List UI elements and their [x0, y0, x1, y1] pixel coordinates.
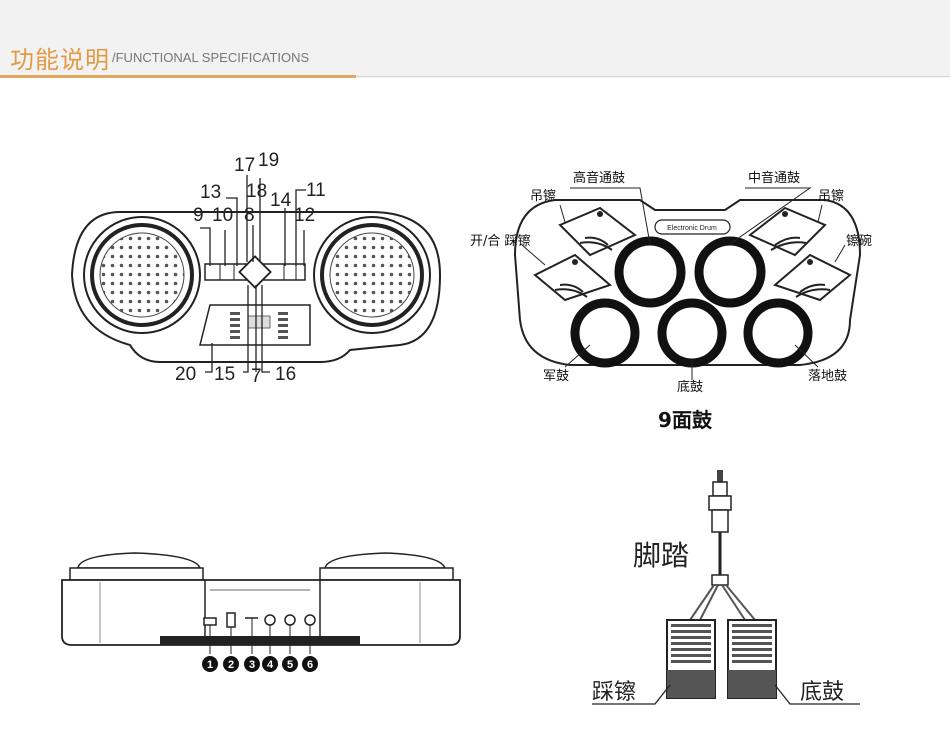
jack-plug-icon: [717, 470, 723, 482]
pedal-title: 脚踏: [633, 539, 689, 572]
ride-pad: [773, 253, 852, 302]
callout-10: 10: [212, 205, 233, 226]
label-hihat: 开/合 踩镲: [470, 233, 531, 249]
callout-20: 20: [175, 364, 196, 385]
port-number-6: 6: [307, 659, 313, 671]
port-power: [203, 617, 217, 626]
callout-15: 15: [214, 364, 235, 385]
section-header: [0, 0, 950, 78]
port-number-3: 3: [249, 659, 255, 671]
power-button-icon: [238, 255, 272, 289]
label-hihat-pedal: 踩镲: [592, 680, 636, 705]
section-subtitle: /FUNCTIONAL SPECIFICATIONS: [112, 50, 310, 65]
bass-pad: [657, 298, 727, 368]
callout-8: 8: [244, 205, 255, 226]
label-floor-tom: 落地鼓: [808, 369, 847, 384]
label-bass-pedal: 底鼓: [800, 680, 844, 705]
snare-pad: [570, 298, 640, 368]
crash-right-pad: [748, 206, 827, 257]
callout-12: 12: [294, 205, 315, 226]
port-number-4: 4: [267, 659, 274, 671]
crash-left-pad: [558, 206, 637, 257]
port-number-2: 2: [228, 659, 234, 671]
label-bass: 底鼓: [677, 379, 703, 395]
callout-14: 14: [270, 190, 292, 211]
floor-tom-pad: [743, 298, 813, 368]
section-title: 功能说明: [10, 46, 110, 74]
port-6: [304, 614, 316, 626]
side-view-diagram: 1 2 3 4 5 6: [61, 552, 461, 672]
hihat-pad: [533, 253, 612, 302]
pedal-diagram: 脚踏 踩镲 底鼓: [592, 470, 860, 705]
header-accent-bar: [0, 75, 356, 78]
port-number-1: 1: [207, 659, 213, 671]
callout-13: 13: [200, 182, 221, 203]
pad-caption: 9面鼓: [658, 408, 713, 432]
mid-tom-pad: [694, 236, 766, 308]
callout-17: 17: [234, 155, 255, 176]
brand-label: Electronic Drum: [667, 225, 717, 232]
callout-16: 16: [275, 364, 296, 385]
port-switch: [226, 612, 236, 628]
label-crash-right: 吊镲: [818, 188, 844, 204]
header-divider: [0, 76, 950, 77]
port-4: [264, 614, 276, 626]
callout-11: 11: [306, 180, 326, 201]
label-crash-left: 吊镲: [530, 188, 556, 204]
callout-18: 18: [246, 181, 267, 202]
callout-19: 19: [258, 150, 279, 171]
label-high-tom: 高音通鼓: [573, 170, 625, 186]
top-view-diagram: 17 19 13 18 11 9 10 8 14 12 20 15 7 16: [70, 150, 442, 387]
port-5: [284, 614, 296, 626]
port-number-5: 5: [287, 659, 293, 671]
label-ride: 镲碗: [846, 233, 872, 249]
callout-9: 9: [193, 205, 204, 226]
high-tom-pad: [614, 236, 686, 308]
label-snare: 军鼓: [543, 369, 569, 384]
drum-pad-diagram: Electronic Drum: [470, 170, 872, 432]
label-mid-tom: 中音通鼓: [748, 170, 800, 186]
callout-7: 7: [251, 366, 262, 387]
